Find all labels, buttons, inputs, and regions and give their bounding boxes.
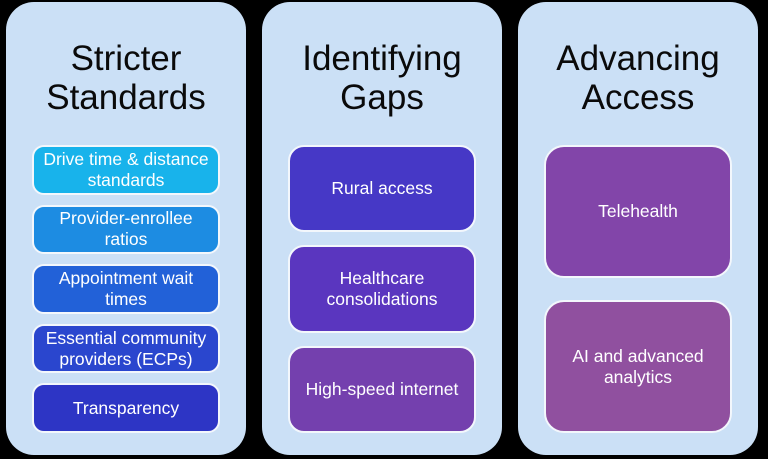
column-stricter-standards: Stricter Standards Drive time & distance… bbox=[6, 2, 246, 455]
list-item: Provider-enrollee ratios bbox=[32, 204, 220, 255]
box-list: Drive time & distance standards Provider… bbox=[32, 145, 220, 455]
column-advancing-access: Advancing Access Telehealth AI and advan… bbox=[518, 2, 758, 455]
list-item: Telehealth bbox=[544, 145, 732, 278]
list-item: Transparency bbox=[32, 383, 220, 433]
list-item: High-speed internet bbox=[288, 345, 476, 433]
list-item-label: Rural access bbox=[331, 178, 433, 199]
list-item: Drive time & distance standards bbox=[32, 145, 220, 195]
column-title: Stricter Standards bbox=[46, 39, 206, 117]
column-title: Identifying Gaps bbox=[302, 39, 462, 117]
list-item-label: High-speed internet bbox=[305, 378, 459, 399]
box-list: Telehealth AI and advanced analytics bbox=[544, 145, 732, 455]
list-item: Essential community providers (ECPs) bbox=[32, 323, 220, 374]
list-item-label: Essential community providers (ECPs) bbox=[45, 327, 207, 369]
list-item: Healthcare consolidations bbox=[288, 245, 476, 333]
list-item-label: Transparency bbox=[72, 397, 180, 418]
list-item: Rural access bbox=[288, 145, 476, 233]
list-item: Appointment wait times bbox=[32, 264, 220, 314]
list-item-label: Telehealth bbox=[598, 201, 678, 221]
list-item-label: Provider-enrollee ratios bbox=[59, 208, 193, 250]
list-item-label: Healthcare consolidations bbox=[326, 267, 438, 309]
list-item: AI and advanced analytics bbox=[544, 300, 732, 433]
list-item-label: AI and advanced analytics bbox=[572, 345, 704, 387]
column-title: Advancing Access bbox=[556, 39, 720, 117]
column-identifying-gaps: Identifying Gaps Rural access Healthcare… bbox=[262, 2, 502, 455]
list-item-label: Appointment wait times bbox=[58, 267, 194, 309]
box-list: Rural access Healthcare consolidations H… bbox=[288, 145, 476, 455]
list-item-label: Drive time & distance standards bbox=[43, 148, 209, 190]
